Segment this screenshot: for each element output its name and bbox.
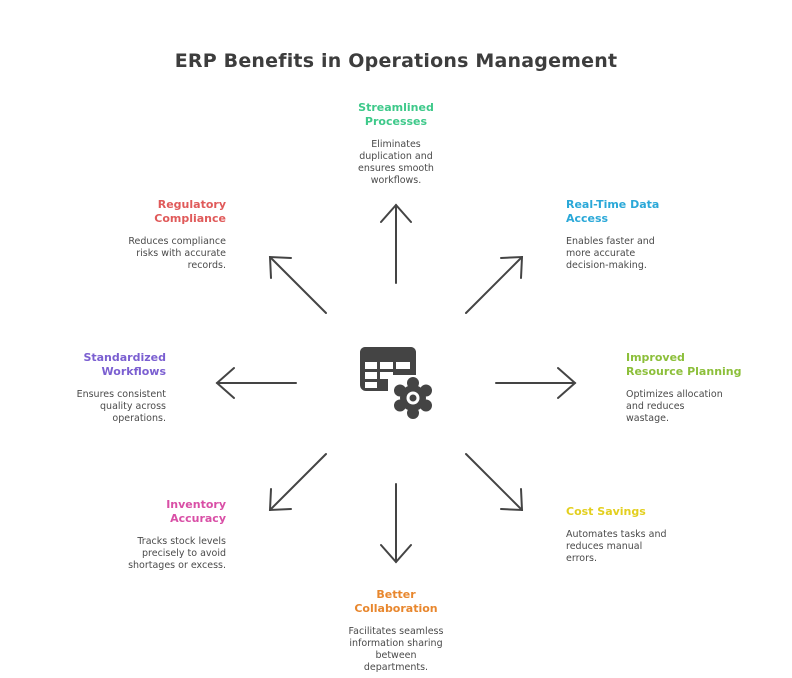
benefit-title: Inventory Accuracy [166, 498, 226, 525]
benefit-title: Better Collaboration [354, 588, 438, 615]
benefit-title: Standardized Workflows [83, 351, 166, 378]
arrow-right-icon [495, 367, 577, 399]
arrow-up-icon [380, 203, 412, 284]
benefit-standardized-workflows: Standardized Workflows Ensures consisten… [26, 351, 166, 425]
arrow-down-left-icon [268, 453, 327, 512]
benefit-description: Optimizes allocation and reduces wastage… [626, 389, 723, 424]
benefit-description: Eliminates duplication and ensures smoot… [358, 139, 434, 186]
benefit-better-collaboration: Better Collaboration Facilitates seamles… [326, 588, 466, 674]
benefit-real-time-data-access: Real-Time Data Access Enables faster and… [566, 198, 706, 272]
benefit-description: Ensures consistent quality across operat… [76, 389, 166, 424]
arrow-down-icon [380, 483, 412, 564]
benefit-description: Enables faster and more accurate decisio… [566, 236, 655, 271]
benefit-regulatory-compliance: Regulatory Compliance Reduces compliance… [86, 198, 226, 272]
arrow-up-left-icon [268, 255, 327, 314]
benefit-title: Improved Resource Planning [626, 351, 742, 378]
benefit-description: Reduces compliance risks with accurate r… [128, 236, 226, 271]
benefit-title: Regulatory Compliance [154, 198, 226, 225]
benefit-cost-savings: Cost Savings Automates tasks and reduces… [566, 505, 706, 565]
benefit-title: Cost Savings [566, 505, 646, 518]
benefit-description: Tracks stock levels precisely to avoid s… [128, 536, 226, 571]
arrow-up-right-icon [465, 255, 524, 314]
benefit-improved-resource-planning: Improved Resource Planning Optimizes all… [626, 351, 776, 425]
benefit-inventory-accuracy: Inventory Accuracy Tracks stock levels p… [86, 498, 226, 572]
benefit-title: Streamlined Processes [358, 101, 434, 128]
arrow-down-right-icon [465, 453, 524, 512]
benefit-streamlined-processes: Streamlined Processes Eliminates duplica… [326, 101, 466, 187]
diagram-title: ERP Benefits in Operations Management [174, 50, 618, 72]
spreadsheet-gear-icon [358, 345, 436, 421]
benefit-description: Automates tasks and reduces manual error… [566, 529, 667, 564]
arrow-left-icon [215, 367, 297, 399]
benefit-description: Facilitates seamless information sharing… [348, 626, 444, 673]
benefit-title: Real-Time Data Access [566, 198, 660, 225]
